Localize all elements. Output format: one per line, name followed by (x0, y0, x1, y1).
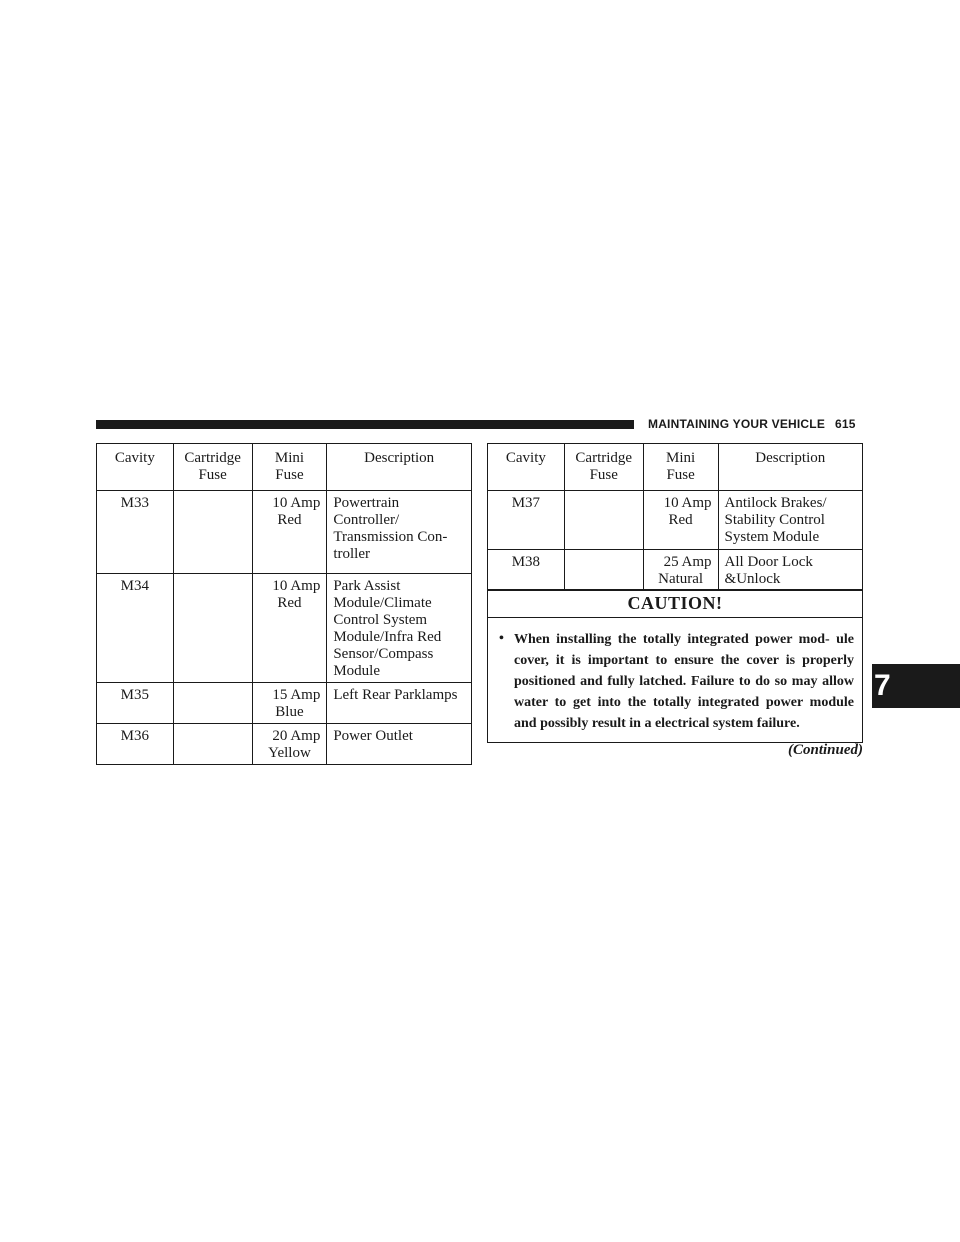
cavity-cell: M37 (487, 490, 565, 550)
column-header-description: Description (326, 443, 472, 491)
column-header-cavity: Cavity (487, 443, 565, 491)
page-number: 615 (835, 417, 856, 431)
cartridge-cell (172, 573, 253, 683)
caution-body: • When installing the totally integrated… (488, 618, 862, 734)
description-cell: Power Outlet (326, 723, 472, 765)
caution-text: When installing the totally integrated p… (514, 632, 854, 731)
bullet-icon: • (499, 631, 504, 646)
section-title: MAINTAINING YOUR VEHICLE (648, 417, 826, 431)
cartridge-cell (172, 723, 253, 765)
column-header-description: Description (717, 443, 864, 491)
cartridge-cell (563, 490, 644, 550)
description-cell: Antilock Brakes/ Stability Control Syste… (717, 490, 864, 550)
description-cell: Powertrain Controller/ Transmission Con-… (326, 490, 472, 574)
description-cell: Park Assist Module/Climate Control Syste… (326, 573, 472, 683)
caution-title: CAUTION! (488, 590, 862, 618)
chapter-tab: 7 (872, 664, 960, 708)
cavity-cell: M35 (96, 682, 174, 724)
description-cell: All Door Lock &Unlock (717, 549, 864, 591)
continued-label: (Continued) (788, 742, 864, 758)
caution-box: CAUTION! • When installing the totally i… (487, 589, 863, 743)
cavity-cell: M38 (487, 549, 565, 591)
column-header-cavity: Cavity (96, 443, 174, 491)
cavity-cell: M33 (96, 490, 174, 574)
cartridge-cell (172, 682, 253, 724)
cartridge-cell (563, 549, 644, 591)
cavity-cell: M36 (96, 723, 174, 765)
header-rule (96, 420, 634, 429)
description-cell: Left Rear Parklamps (326, 682, 472, 724)
cartridge-cell (172, 490, 253, 574)
cavity-cell: M34 (96, 573, 174, 683)
running-header: MAINTAINING YOUR VEHICLE 615 (648, 417, 856, 433)
